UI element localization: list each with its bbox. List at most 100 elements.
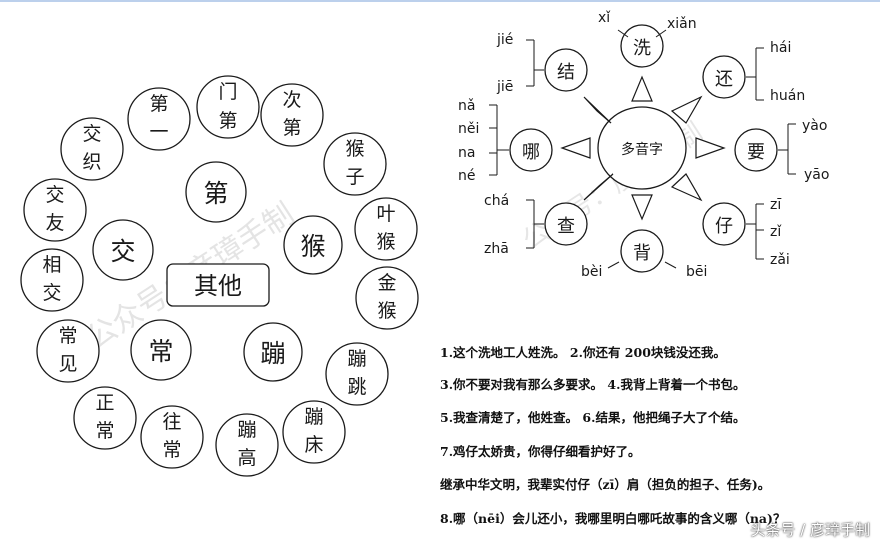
center-label: 多音字 [621,141,663,158]
svg-text:高: 高 [237,447,256,469]
char-zai: 仔 zī zǐ zǎi [702,197,790,268]
hub-beng: 蹦 [243,322,303,382]
hub-di: 第 [185,161,247,223]
sentence-line: 5.我查清楚了，他姓查。 6.结果，他把绳子大了个结。 [440,410,746,425]
pinyin: zǐ [770,224,782,240]
pinyin: jié [496,32,513,48]
word-circle: 往 常 [140,405,204,469]
top-border [0,0,880,2]
pinyin: zī [770,197,781,213]
triangle-lower-left [583,173,614,201]
char-huan: 还 hái huán [702,40,805,104]
pinyin: nǎ [458,98,475,114]
svg-text:哪: 哪 [522,142,540,163]
word-circle: 叶 猴 [354,197,418,261]
hub-hou: 猴 [283,215,343,275]
svg-text:蹦: 蹦 [304,406,323,428]
pinyin: huán [770,88,805,104]
pinyin: xǐ [598,10,611,26]
word-circle: 常 见 [36,319,100,383]
svg-text:跳: 跳 [347,376,366,398]
hub-di-char: 第 [203,179,228,208]
word-circle: 蹦 跳 [325,342,389,406]
word-circle: 蹦 床 [282,400,346,464]
pinyin: zhā [484,241,509,257]
svg-text:交: 交 [42,282,61,304]
triangle-down [631,194,653,221]
svg-text:结: 结 [557,62,575,83]
center-ellipse [597,106,687,190]
pinyin: jiē [496,79,513,95]
pinyin: yāo [804,167,829,183]
svg-text:床: 床 [304,434,323,456]
svg-text:叶: 叶 [376,203,395,225]
ray-triangles [560,75,726,221]
sentence-line: 8.哪（nēi）会儿还小，我哪里明白哪吒故事的含义哪（na)？ [440,511,786,526]
hub-chang: 常 [130,319,192,381]
svg-text:蹦: 蹦 [237,419,256,441]
char-jie: 结 jié jiē [496,32,588,95]
pinyin: yào [802,118,827,134]
sentence-line: 3.你不要对我有那么多要求。 4.我背上背着一个书包。 [440,377,746,392]
svg-text:一: 一 [149,121,168,143]
word-circle: 次 第 [260,83,324,147]
svg-text:常: 常 [162,439,181,461]
sentence-line: 1.这个洗地工人姓洗。 2.你还有 200块钱没还我。 [440,345,726,360]
pinyin: hái [770,40,791,56]
svg-text:子: 子 [345,166,364,188]
svg-text:还: 还 [715,69,733,90]
char-bei: 背 bèi bēi [581,229,707,280]
svg-text:常: 常 [95,420,114,442]
pinyin: xiǎn [667,16,697,32]
word-circle: 相 交 [20,248,84,312]
polyphone-diagram: 公众号：彦璋手制 多音字 洗 xǐ xiǎn 还 h [458,10,829,280]
word-web-diagram: 公众号：彦璋手制 其他 第 猴 蹦 常 交 第 一 [20,75,419,477]
svg-text:金: 金 [377,272,396,294]
word-circle: 交 友 [23,178,87,242]
triangle-upper-right [670,95,703,124]
pinyin: na [458,145,475,161]
word-circle: 正 常 [73,386,137,450]
svg-text:第: 第 [282,117,301,139]
hub-beng-char: 蹦 [260,339,285,368]
pinyin: chá [484,193,509,209]
pinyin: bēi [686,264,707,280]
pinyin: bèi [581,264,602,280]
svg-text:猴: 猴 [377,300,396,322]
svg-text:交: 交 [82,123,101,145]
svg-text:查: 查 [557,216,575,237]
svg-text:次: 次 [282,89,301,111]
svg-text:第: 第 [149,93,168,115]
word-circle: 第 一 [127,87,191,151]
word-circle: 门 第 [196,75,260,139]
svg-text:洗: 洗 [633,38,651,59]
triangle-right [695,137,726,159]
svg-text:交: 交 [45,184,64,206]
pinyin: zǎi [770,252,790,268]
svg-text:织: 织 [82,151,101,173]
center-box [166,263,270,307]
hub-chang-char: 常 [148,337,173,366]
triangle-lower-right [670,173,703,202]
triangle-upper-left [583,96,612,124]
char-yao: 要 yào yāo [734,118,829,183]
pinyin: něi [458,121,479,137]
word-circle: 金 猴 [355,266,419,330]
sentence-line: 7.鸡仔太娇贵，你得仔细看护好了。 [440,444,641,459]
hub-hou-char: 猴 [300,232,325,261]
char-xi: 洗 xǐ xiǎn [598,10,697,68]
word-circle: 蹦 高 [215,413,279,477]
svg-text:猴: 猴 [376,231,395,253]
svg-text:猴: 猴 [345,138,364,160]
svg-text:常: 常 [58,325,77,347]
char-cha: 查 chá zhā [484,193,588,257]
word-circle: 猴 子 [323,132,387,196]
svg-text:门: 门 [218,81,237,103]
triangle-up [631,75,653,102]
pinyin: né [458,168,476,184]
svg-text:要: 要 [747,142,765,163]
hub-jiao-char: 交 [110,237,135,266]
svg-text:仔: 仔 [715,216,733,237]
triangle-left [560,137,591,159]
